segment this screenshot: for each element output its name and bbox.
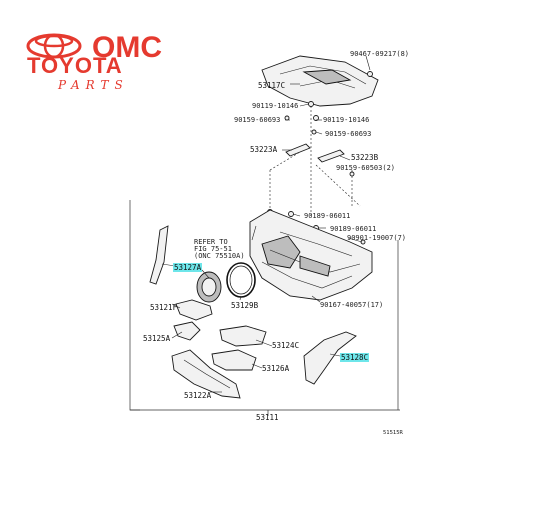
logo-toyota-text: TOYOTA xyxy=(27,53,123,78)
part-53124c-strip xyxy=(219,325,267,347)
part-53223b-bracket xyxy=(317,149,345,163)
label-90467-09217[interactable]: 90467-09217(8) xyxy=(350,50,409,58)
part-53126a-strip xyxy=(211,349,257,371)
label-53124c[interactable]: 53124C xyxy=(272,341,299,350)
label-53223a[interactable]: 53223A xyxy=(250,145,278,154)
label-90901-19007[interactable]: 90901-19007(7) xyxy=(347,234,406,242)
omc-toyota-parts-logo: OMC TOYOTA PARTS xyxy=(26,31,162,92)
label-53122a[interactable]: 53122A xyxy=(184,391,212,400)
label-90159-60693-right[interactable]: 90159-60693 xyxy=(325,130,371,138)
label-onc: (ONC 75510A) xyxy=(194,252,245,260)
part-53125a-strip xyxy=(173,321,201,341)
label-fig: FIG 75-51 xyxy=(194,245,232,253)
assembly-bracket-outline xyxy=(129,200,400,416)
label-refer-to: REFER TO xyxy=(194,238,228,246)
label-53117c[interactable]: 53117C xyxy=(258,81,285,90)
highlight-53127a xyxy=(173,263,202,272)
label-53223b[interactable]: 53223B xyxy=(351,153,379,162)
label-53121f[interactable]: 53121F xyxy=(150,303,178,312)
label-53125a[interactable]: 53125A xyxy=(143,334,171,343)
label-90119-10146-left[interactable]: 90119-10146 xyxy=(252,102,298,110)
part-53128c-molding xyxy=(303,331,357,385)
label-90167-40057[interactable]: 90167-40057(17) xyxy=(320,301,383,309)
emblem-part xyxy=(196,271,222,303)
label-90159-60503[interactable]: 90159-60503(2) xyxy=(336,164,395,172)
part-53129b-ring xyxy=(226,262,256,298)
toyota-emblem-icon xyxy=(26,33,82,59)
label-90189-06011-upper[interactable]: 90189-06011 xyxy=(304,212,350,220)
part-53127a-molding xyxy=(149,225,169,285)
label-90159-60693-left[interactable]: 90159-60693 xyxy=(234,116,280,124)
highlight-53128c xyxy=(340,353,369,362)
label-53126a[interactable]: 53126A xyxy=(262,364,290,373)
part-53117c-cover xyxy=(261,55,379,107)
logo-omc-text: OMC xyxy=(92,31,162,64)
label-53127a[interactable]: 53127A xyxy=(174,263,202,272)
logo-parts-text: PARTS xyxy=(57,78,129,92)
label-90189-06011-lower[interactable]: 90189-06011 xyxy=(330,225,376,233)
label-53128c[interactable]: 53128C xyxy=(341,353,368,362)
part-53223a-bracket xyxy=(285,143,311,157)
main-grille-assembly xyxy=(249,209,373,301)
dashed-leaders xyxy=(269,106,361,215)
part-53122a-lower-grille xyxy=(171,349,241,399)
label-diagram-id: 51515R xyxy=(383,430,404,436)
label-90119-10146-right[interactable]: 90119-10146 xyxy=(323,116,369,124)
part-53121f-strip xyxy=(175,299,213,321)
label-53129b[interactable]: 53129B xyxy=(231,301,259,310)
label-53111[interactable]: 53111 xyxy=(256,413,279,422)
